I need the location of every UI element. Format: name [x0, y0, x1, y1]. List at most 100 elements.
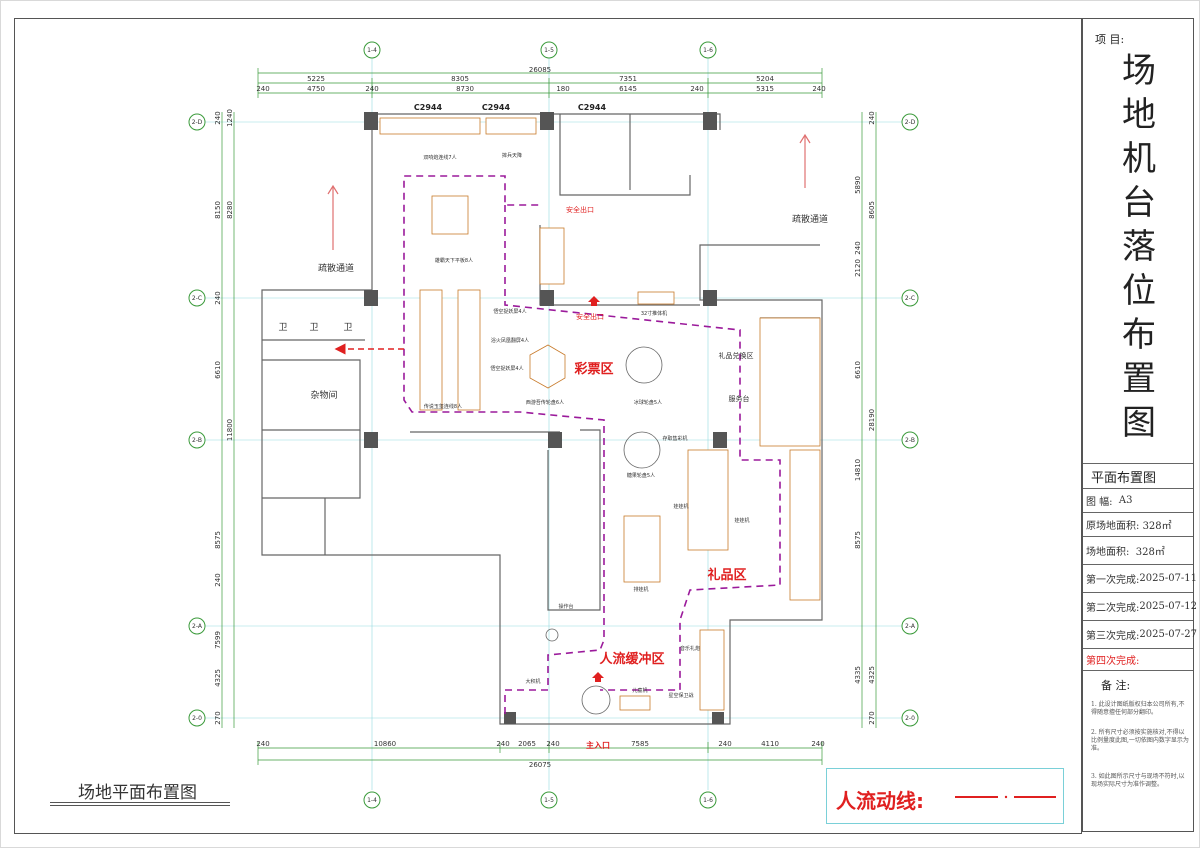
main-entrance-label: 主入口	[586, 740, 610, 750]
dim-left-inner-2: 1240	[226, 109, 234, 127]
safety-exit-label-1: 安全出口	[566, 205, 594, 214]
axis-bubbles	[188, 41, 919, 809]
dim-top-r2-7: 240	[690, 85, 703, 93]
wc-label-2: 卫	[309, 323, 318, 333]
dim-right-outer-4: 270	[868, 711, 876, 724]
dim-top-r1-4: 5204	[756, 75, 774, 83]
machine-d-label: 悟空捉妖屏4人	[493, 308, 526, 315]
dim-bot-3: 240	[496, 740, 509, 748]
dim-right-outer-2: 28190	[868, 409, 876, 431]
top-dimension-lines	[257, 68, 823, 98]
dim-left-1: 240	[214, 111, 222, 124]
tb-row-fourth: 第四次完成:	[1083, 649, 1193, 671]
dim-left-4: 6610	[214, 361, 222, 379]
dim-bot-8: 4110	[761, 740, 779, 748]
title-underline-2	[50, 805, 230, 806]
dim-left-3: 240	[214, 291, 222, 304]
machine-i-label: 冰球轮盘5人	[634, 399, 662, 406]
dim-top-r2-4: 8730	[456, 85, 474, 93]
round-machines	[529, 344, 663, 715]
machine-r-label: 音乐礼炮	[680, 645, 700, 652]
c2944-label-3: C2944	[578, 103, 607, 112]
tb-row-label: 图 幅:	[1086, 497, 1113, 508]
title-char-3: 机	[1122, 139, 1156, 179]
axis-label-col-1-bottom: 1-4	[367, 797, 377, 804]
evac-label-2: 疏散通道	[792, 213, 828, 225]
tb-row-label: 第三次完成:	[1086, 631, 1140, 642]
axis-label-row-3-right: 2-B	[905, 437, 915, 444]
dim-top-r2-5: 180	[556, 85, 569, 93]
dim-left-5: 11800	[226, 419, 234, 441]
tb-row-second: 第二次完成:2025-07-12	[1083, 593, 1197, 621]
dim-top-r2-8: 5315	[756, 85, 774, 93]
dim-left-6: 8575	[214, 531, 222, 549]
machine-o-label: 32寸推体机	[641, 310, 667, 317]
axis-label-col-3-bottom: 1-6	[703, 797, 713, 804]
zone-gift-label: 礼品区	[707, 567, 746, 583]
title-char-5: 落	[1122, 227, 1156, 267]
dim-bot-total: 26075	[529, 761, 551, 769]
note-3: 3. 如此图所示尺寸与现场不符时,以现场实际尺寸为准作调整。	[1091, 773, 1185, 788]
dim-left-9: 4325	[214, 669, 222, 687]
dim-top-r2-1: 240	[256, 85, 269, 93]
dim-top-r2-2: 4750	[307, 85, 325, 93]
axis-label-row-1-left: 2-D	[192, 119, 203, 126]
notes-label: 备 注:	[1101, 679, 1131, 692]
tb-row-area: 场地面积: 328㎡	[1083, 537, 1193, 565]
drawing-title: 场 地 机 台 落 位 布 置 图	[1109, 49, 1169, 445]
legend-box	[826, 768, 1064, 824]
building-walls	[261, 113, 823, 725]
wc-label-1: 卫	[278, 323, 287, 333]
machine-j-label: 糖果轮盘5人	[627, 472, 655, 479]
zone-buffer-label: 人流缓冲区	[599, 651, 664, 667]
people-flow-line	[403, 175, 781, 714]
storage-label: 杂物间	[310, 389, 337, 401]
dim-left-2: 8150	[214, 201, 222, 219]
gift-exchange-label: 礼品兑换区	[719, 351, 754, 360]
plan-sheet-title: 场地平面布置图	[78, 783, 197, 803]
dim-top-r2-9: 240	[812, 85, 825, 93]
tb-row-label: 第一次完成:	[1086, 575, 1140, 586]
dim-bot-6: 7585	[631, 740, 649, 748]
dim-left-inner-1: 8280	[226, 201, 234, 219]
dim-bot-1: 240	[256, 740, 269, 748]
tb-row-value: 328㎡	[1142, 521, 1172, 532]
tb-row-label: 第四次完成:	[1086, 656, 1140, 667]
axis-label-row-4-left: 2-A	[192, 623, 203, 630]
dim-right-6: 8575	[854, 531, 862, 549]
machine-m-label: 娃娃机	[734, 517, 749, 524]
dim-right-3: 2120	[854, 259, 862, 277]
zone-lottery-label: 彩票区	[573, 361, 613, 377]
title-block: 项 目: 场 地 机 台 落 位 布 置 图 平面布置图 图 幅: A3 原场地…	[1082, 18, 1198, 832]
machine-e-label: 浴火凤凰翻屏4人	[491, 337, 529, 344]
tb-row-value: 2025-07-27	[1139, 629, 1198, 640]
axis-label-row-2-left: 2-C	[192, 295, 202, 302]
exit-markers	[588, 296, 604, 682]
machine-c-label: 雄霸天下平板8人	[435, 257, 473, 264]
right-dimension-lines	[861, 112, 877, 728]
dim-left-8: 7599	[214, 631, 222, 649]
floor-plan: 1-4 1-5 1-6 1-4 1-5 1-6 2-D 2-C 2-B 2-A …	[188, 41, 919, 809]
title-char-9: 图	[1122, 403, 1156, 443]
axis-label-col-2-bottom: 1-5	[544, 797, 554, 804]
tb-row-value: 328㎡	[1135, 547, 1165, 558]
tb-row-third: 第三次完成:2025-07-27	[1083, 621, 1197, 649]
tb-row-value: 2025-07-11	[1139, 573, 1198, 584]
dim-right-1: 5890	[854, 176, 862, 194]
machine-b-label: 摔兵天降	[502, 152, 522, 159]
tb-row-value: A3	[1118, 495, 1133, 506]
machine-g-label: 传说玉玺连线8人	[424, 403, 462, 410]
dim-top-r1-1: 5225	[307, 75, 325, 83]
dim-bot-5: 240	[546, 740, 559, 748]
structural-columns	[364, 112, 727, 724]
dim-left-10: 270	[214, 711, 222, 724]
machine-f-label: 悟空捉妖屏4人	[490, 365, 523, 372]
axis-label-row-3-left: 2-B	[192, 437, 202, 444]
dim-right-outer-1: 240	[868, 111, 876, 124]
left-dimension-lines	[221, 112, 235, 728]
tb-row-orig-area: 原场地面积: 328㎡	[1083, 513, 1193, 537]
dim-bot-9: 240	[811, 740, 824, 748]
service-desk-label: 服务台	[729, 394, 750, 403]
dim-top-r2-6: 6145	[619, 85, 637, 93]
title-char-6: 位	[1122, 271, 1156, 311]
